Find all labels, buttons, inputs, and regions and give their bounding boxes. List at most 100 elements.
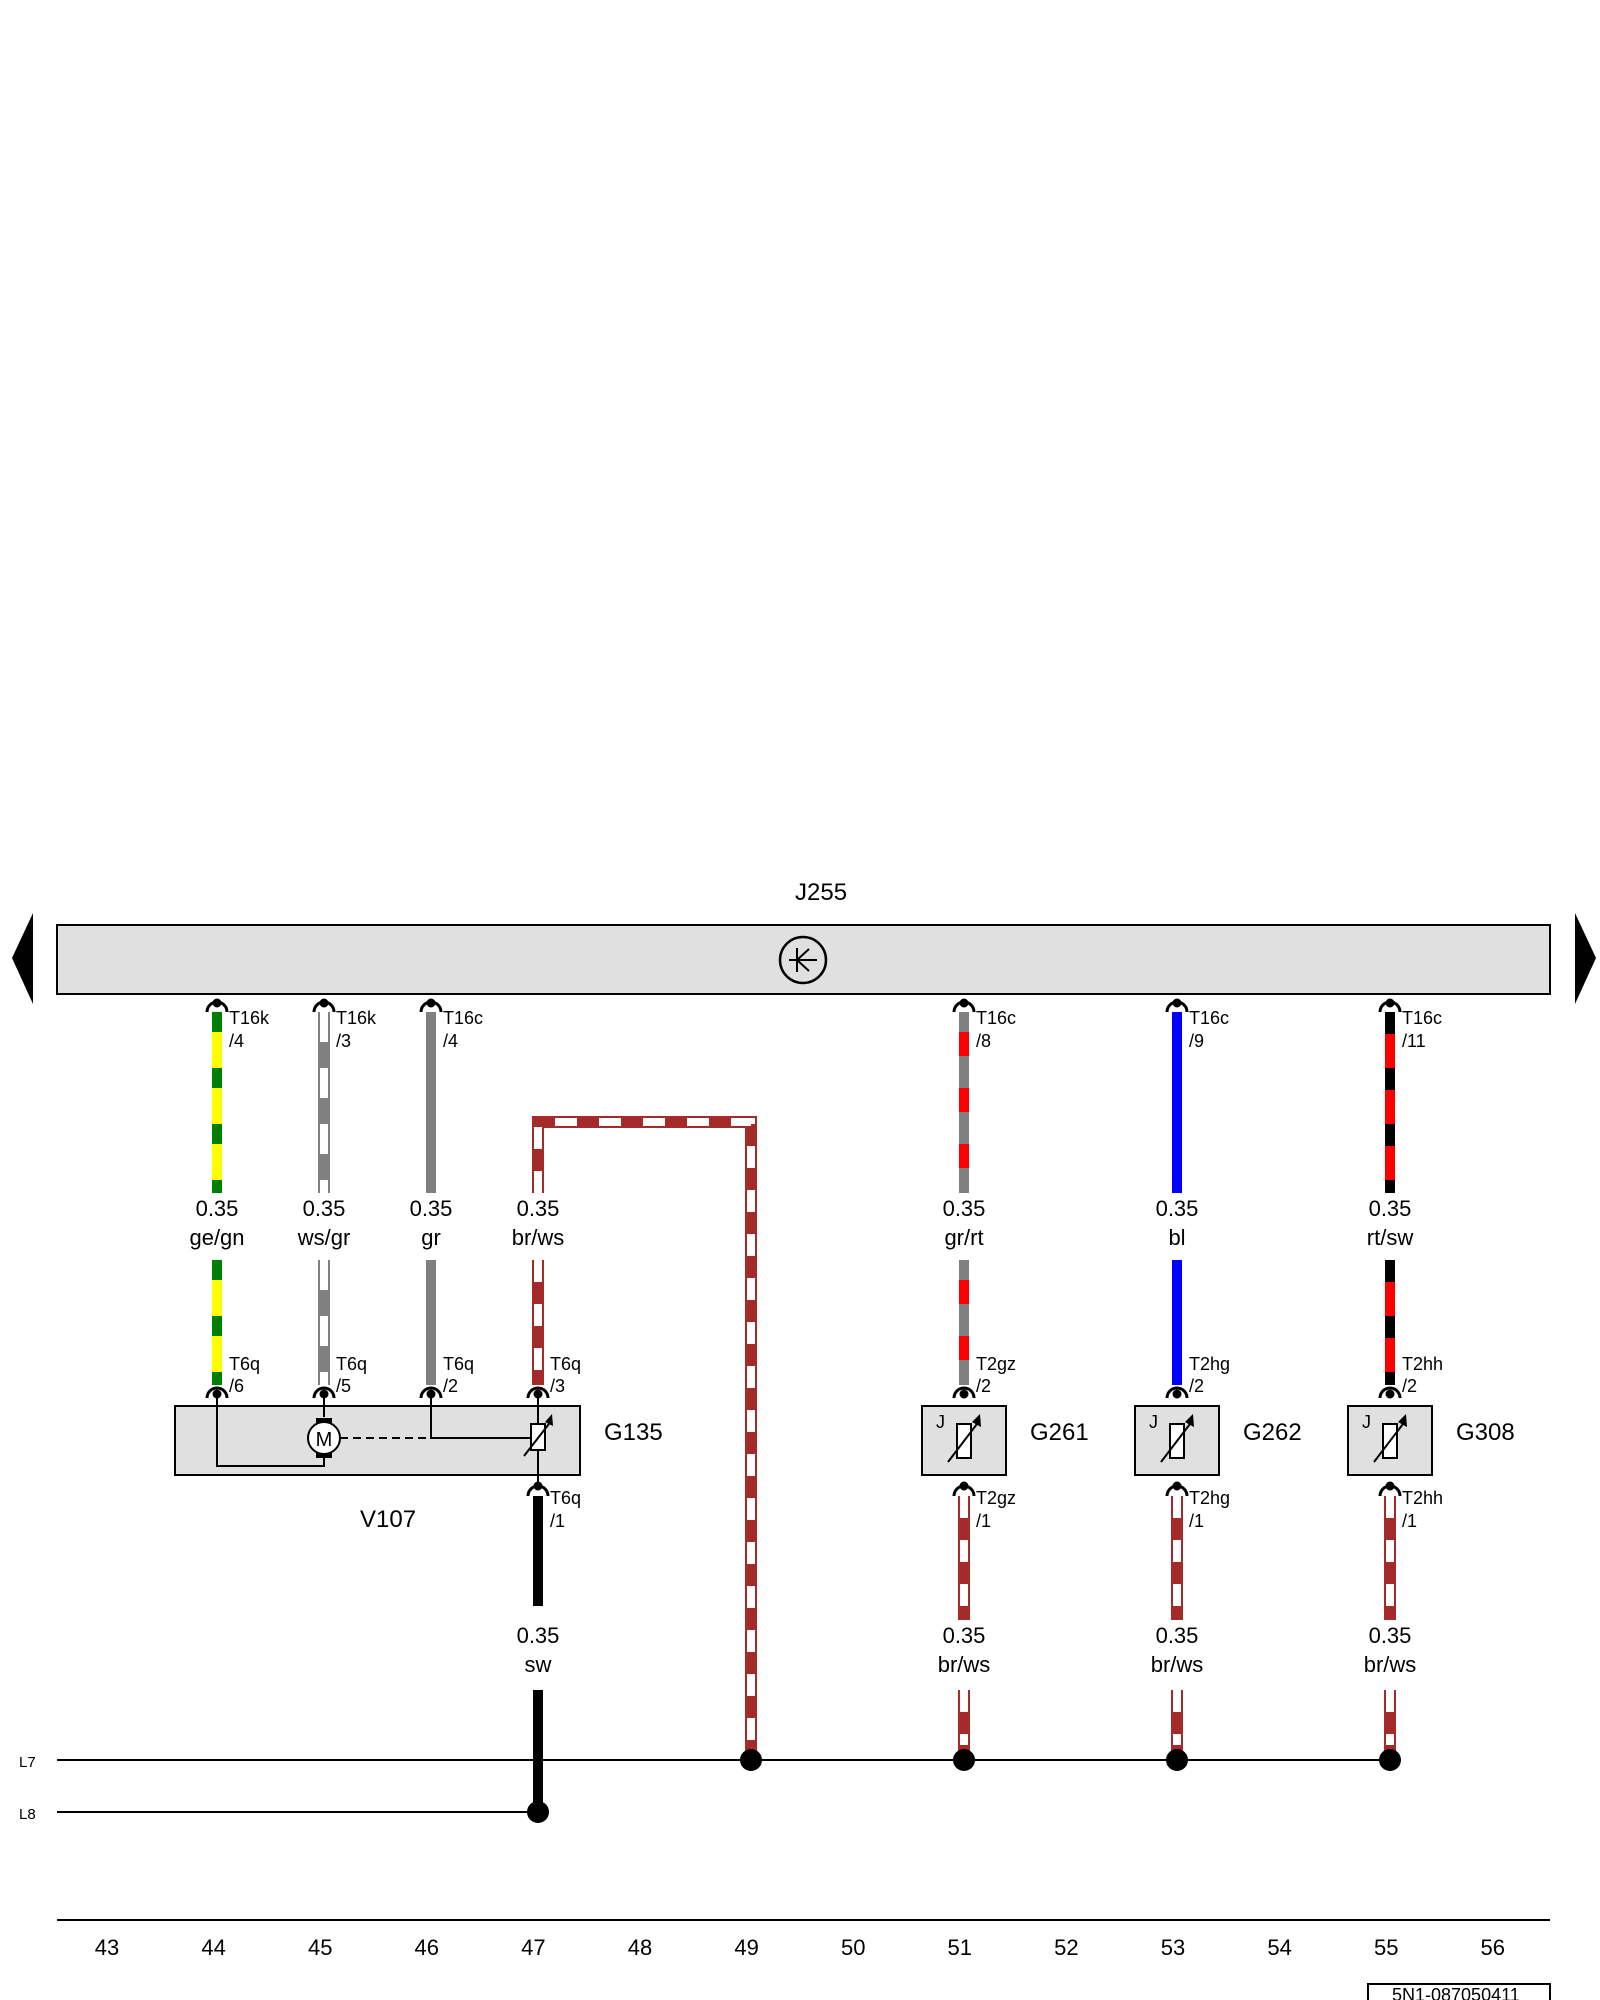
column-number: 50 xyxy=(841,1935,865,1960)
svg-text:T6q: T6q xyxy=(336,1354,367,1374)
column-number: 49 xyxy=(734,1935,758,1960)
junction-51 xyxy=(953,1749,975,1771)
column-number: 43 xyxy=(95,1935,119,1960)
column-number: 56 xyxy=(1481,1935,1505,1960)
svg-text:/3: /3 xyxy=(336,1031,351,1051)
svg-text:ge/gn: ge/gn xyxy=(189,1225,244,1250)
svg-text:/1: /1 xyxy=(1402,1511,1417,1531)
column-number: 54 xyxy=(1267,1935,1291,1960)
junction-47 xyxy=(527,1801,549,1823)
svg-text:gr/rt: gr/rt xyxy=(944,1225,983,1250)
mid-pin-labels: T6q/6 T6q/5 T6q/2 T6q/3 T2gz/2 T2hg/2 T2… xyxy=(229,1354,1443,1396)
svg-text:0.35: 0.35 xyxy=(303,1196,346,1221)
svg-text:sw: sw xyxy=(525,1652,552,1677)
column-number: 55 xyxy=(1374,1935,1398,1960)
svg-text:T2hg: T2hg xyxy=(1189,1354,1230,1374)
column-number: 51 xyxy=(948,1935,972,1960)
svg-text:T6q: T6q xyxy=(550,1354,581,1374)
column-number: 46 xyxy=(415,1935,439,1960)
upper-wire-labels: 0.35 ge/gn 0.35 ws/gr 0.35 gr 0.35 br/ws 0.3… xyxy=(189,1196,1413,1250)
svg-text:/2: /2 xyxy=(976,1376,991,1396)
column-number: 45 xyxy=(308,1935,332,1960)
svg-text:/1: /1 xyxy=(976,1511,991,1531)
svg-text:br/ws: br/ws xyxy=(1364,1652,1417,1677)
g308-sensor: J xyxy=(1347,1405,1433,1476)
svg-text:/1: /1 xyxy=(550,1511,565,1531)
svg-text:/4: /4 xyxy=(443,1031,458,1051)
svg-text:/1: /1 xyxy=(1189,1511,1204,1531)
svg-text:ws/gr: ws/gr xyxy=(297,1225,351,1250)
svg-text:0.35: 0.35 xyxy=(1369,1623,1412,1648)
svg-text:bl: bl xyxy=(1168,1225,1185,1250)
svg-text:T2hg: T2hg xyxy=(1189,1488,1230,1508)
svg-text:0.35: 0.35 xyxy=(1156,1196,1199,1221)
svg-text:0.35: 0.35 xyxy=(943,1623,986,1648)
svg-text:T6q: T6q xyxy=(229,1354,260,1374)
junction-49 xyxy=(740,1749,762,1771)
svg-text:T2gz: T2gz xyxy=(976,1354,1016,1374)
rail-l8-label: L8 xyxy=(19,1806,36,1823)
svg-text:M: M xyxy=(316,1429,333,1451)
svg-text:br/ws: br/ws xyxy=(512,1225,565,1250)
svg-text:/9: /9 xyxy=(1189,1031,1204,1051)
low-pin-labels: T6q/1 T2gz/1 T2hg/1 T2hh/1 xyxy=(550,1488,1443,1531)
svg-text:0.35: 0.35 xyxy=(943,1196,986,1221)
svg-text:T16c: T16c xyxy=(1189,1008,1229,1028)
svg-text:/8: /8 xyxy=(976,1031,991,1051)
svg-text:0.35: 0.35 xyxy=(1369,1196,1412,1221)
svg-text:/5: /5 xyxy=(336,1376,351,1396)
svg-text:/2: /2 xyxy=(1189,1376,1204,1396)
g261-sensor: J xyxy=(921,1405,1007,1476)
sensor-letter: J xyxy=(1362,1412,1371,1432)
svg-text:gr: gr xyxy=(421,1225,441,1250)
column-number: 48 xyxy=(628,1935,652,1960)
svg-text:T16k: T16k xyxy=(336,1008,377,1028)
continue-right-arrow-icon xyxy=(1575,913,1596,1004)
svg-text:/2: /2 xyxy=(443,1376,458,1396)
sensor-letter: J xyxy=(1149,1412,1158,1432)
reference-label: 5N1-087050411 xyxy=(1392,1985,1520,2000)
column-number: 44 xyxy=(201,1935,225,1960)
v107-label: V107 xyxy=(360,1506,416,1533)
column-number: 47 xyxy=(521,1935,545,1960)
control-unit-label: J255 xyxy=(795,879,847,906)
g261-label: G261 xyxy=(1030,1419,1089,1446)
svg-text:0.35: 0.35 xyxy=(410,1196,453,1221)
svg-text:T16c: T16c xyxy=(1402,1008,1442,1028)
potentiometer-icon xyxy=(523,1414,553,1457)
svg-text:T2hh: T2hh xyxy=(1402,1488,1443,1508)
rail-l7-label: L7 xyxy=(19,1754,36,1771)
v107-component-box xyxy=(174,1405,581,1476)
svg-text:/2: /2 xyxy=(1402,1376,1417,1396)
electronic-control-unit-icon xyxy=(778,935,828,985)
svg-text:/6: /6 xyxy=(229,1376,244,1396)
g262-sensor: J xyxy=(1134,1405,1220,1476)
svg-text:T2hh: T2hh xyxy=(1402,1354,1443,1374)
svg-text:rt/sw: rt/sw xyxy=(1367,1225,1414,1250)
column-number: 53 xyxy=(1161,1935,1185,1960)
svg-text:T6q: T6q xyxy=(443,1354,474,1374)
svg-text:br/ws: br/ws xyxy=(938,1652,991,1677)
junction-55 xyxy=(1379,1749,1401,1771)
svg-text:0.35: 0.35 xyxy=(517,1623,560,1648)
g262-label: G262 xyxy=(1243,1419,1302,1446)
g308-label: G308 xyxy=(1456,1419,1515,1446)
svg-text:T2gz: T2gz xyxy=(976,1488,1016,1508)
column-number: 52 xyxy=(1054,1935,1078,1960)
svg-text:/4: /4 xyxy=(229,1031,244,1051)
top-pin-labels: T16k/4 T16k/3 T16c/4 T16c/8 T16c/9 T16c/… xyxy=(229,1008,1442,1051)
svg-text:0.35: 0.35 xyxy=(517,1196,560,1221)
svg-text:0.35: 0.35 xyxy=(1156,1623,1199,1648)
junction-53 xyxy=(1166,1749,1188,1771)
svg-text:T16k: T16k xyxy=(229,1008,270,1028)
g135-label: G135 xyxy=(604,1419,663,1446)
reference-box xyxy=(1367,1983,1551,2000)
connector-symbols xyxy=(205,998,1402,1497)
svg-text:T16c: T16c xyxy=(443,1008,483,1028)
sensor-letter: J xyxy=(936,1412,945,1432)
svg-text:/3: /3 xyxy=(550,1376,565,1396)
continue-left-arrow-icon xyxy=(12,913,33,1004)
svg-text:0.35: 0.35 xyxy=(196,1196,239,1221)
